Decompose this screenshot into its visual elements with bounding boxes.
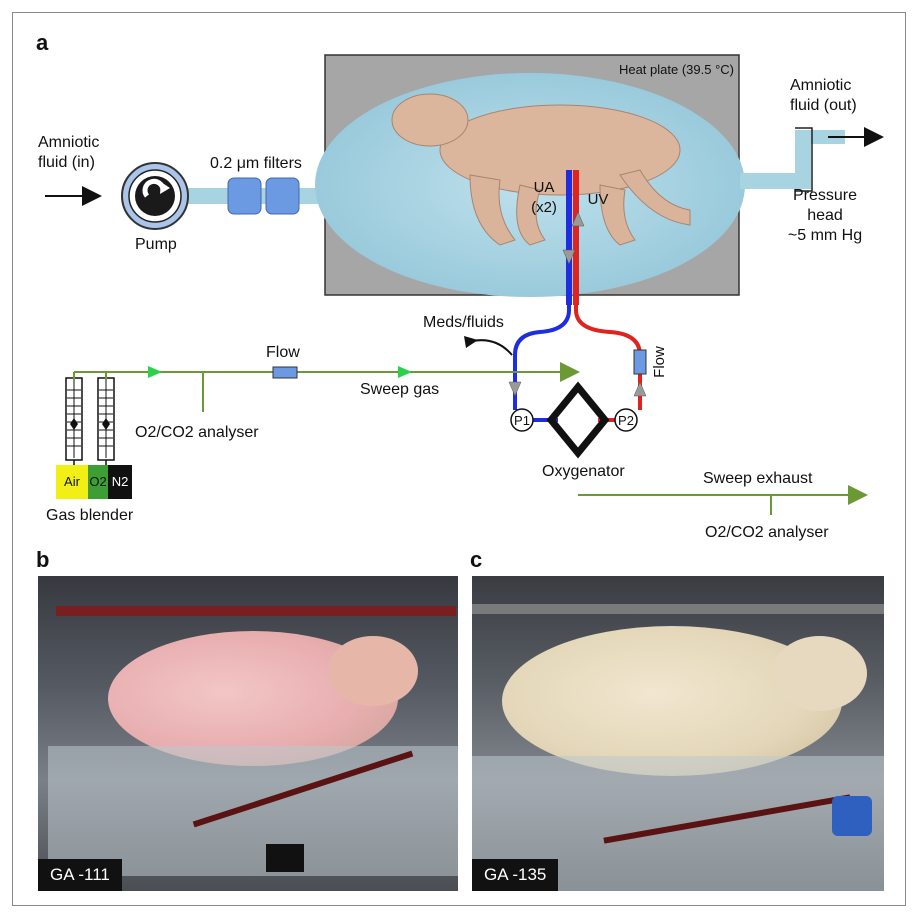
heat-plate-label: Heat plate (39.5 °C)	[619, 62, 734, 77]
meds-fluids-arrow	[467, 339, 513, 356]
connector-b	[266, 844, 304, 872]
flow-sensor-left	[272, 366, 298, 379]
outlet-tube-up	[795, 130, 811, 189]
oxygenator-label: Oxygenator	[542, 463, 625, 480]
uv-label: UV	[588, 191, 609, 208]
umbilical-vein-line	[573, 170, 579, 305]
ga-label-b: GA -111	[38, 859, 122, 891]
pump-label: Pump	[135, 236, 177, 253]
fetal-lamb	[391, 93, 691, 246]
flow-sensor-right	[633, 349, 647, 375]
gas-flow-arrow-2	[398, 366, 412, 378]
lamb-head-c	[772, 636, 867, 711]
panel-label-c: c	[470, 547, 483, 572]
outlet-tube	[740, 173, 800, 189]
pressure-sensor-p1	[510, 408, 534, 432]
filter-icon-1	[227, 177, 262, 215]
artery-return-arrow	[562, 249, 576, 265]
schematic-diagram: Heat plate (39.5 °C) UA (x2) UV Flow P1 …	[45, 54, 884, 515]
analyser-right-label: O2/CO2 analyser	[705, 524, 829, 541]
vein-inflow-arrow	[571, 211, 585, 227]
venous-circuit-line	[574, 298, 642, 410]
venous-flow-arrow	[633, 381, 647, 397]
pump-icon	[121, 162, 189, 230]
lamb-head-b	[328, 636, 418, 706]
arterial-circuit-line	[513, 298, 571, 410]
ua-label-2: (x2)	[531, 199, 557, 216]
pressure-sensor-p2	[614, 408, 638, 432]
flow-right-label: Flow	[651, 346, 668, 378]
gas-flow-arrow-1	[148, 366, 162, 378]
rotameter-icon-2	[97, 377, 115, 461]
gas-blender-label: Gas blender	[46, 507, 134, 524]
gas-n2-box: N2	[108, 465, 132, 499]
p2-label: P2	[618, 413, 634, 428]
analyser-left-label: O2/CO2 analyser	[135, 424, 259, 441]
filters-label: 0.2 μm filters	[210, 155, 302, 172]
figure-frame	[12, 12, 906, 906]
oxygenator-icon	[546, 381, 610, 459]
outlet-tube-top	[795, 130, 845, 144]
connector-c	[832, 796, 872, 836]
filter-icon-2	[265, 177, 300, 215]
bag-frame-bar-c	[472, 604, 884, 614]
flow-left-label: Flow	[266, 344, 300, 361]
gas-air-box: Air	[56, 465, 88, 499]
panel-label-b: b	[36, 547, 50, 572]
ua-label-1: UA	[534, 179, 555, 196]
photo-ga-135: GA -135	[472, 576, 884, 891]
bag-water-b	[48, 746, 458, 876]
ga-label-c: GA -135	[472, 859, 559, 891]
arterial-flow-arrow	[508, 381, 522, 397]
pressure-head-bracket	[795, 127, 813, 192]
photo-ga-111: GA -111	[38, 576, 458, 891]
sweep-gas-label: Sweep gas	[360, 381, 440, 398]
bag-frame-bar	[56, 606, 456, 616]
sweep-exhaust-label: Sweep exhaust	[703, 470, 813, 487]
rotameter-icon-1	[65, 377, 83, 461]
p1-label: P1	[514, 413, 530, 428]
umbilical-artery-line	[566, 170, 572, 305]
meds-fluids-label: Meds/fluids	[423, 314, 504, 331]
gas-o2-box: O2	[88, 465, 108, 499]
meds-arrowhead	[464, 336, 478, 348]
panel-label-a: a	[36, 30, 49, 55]
